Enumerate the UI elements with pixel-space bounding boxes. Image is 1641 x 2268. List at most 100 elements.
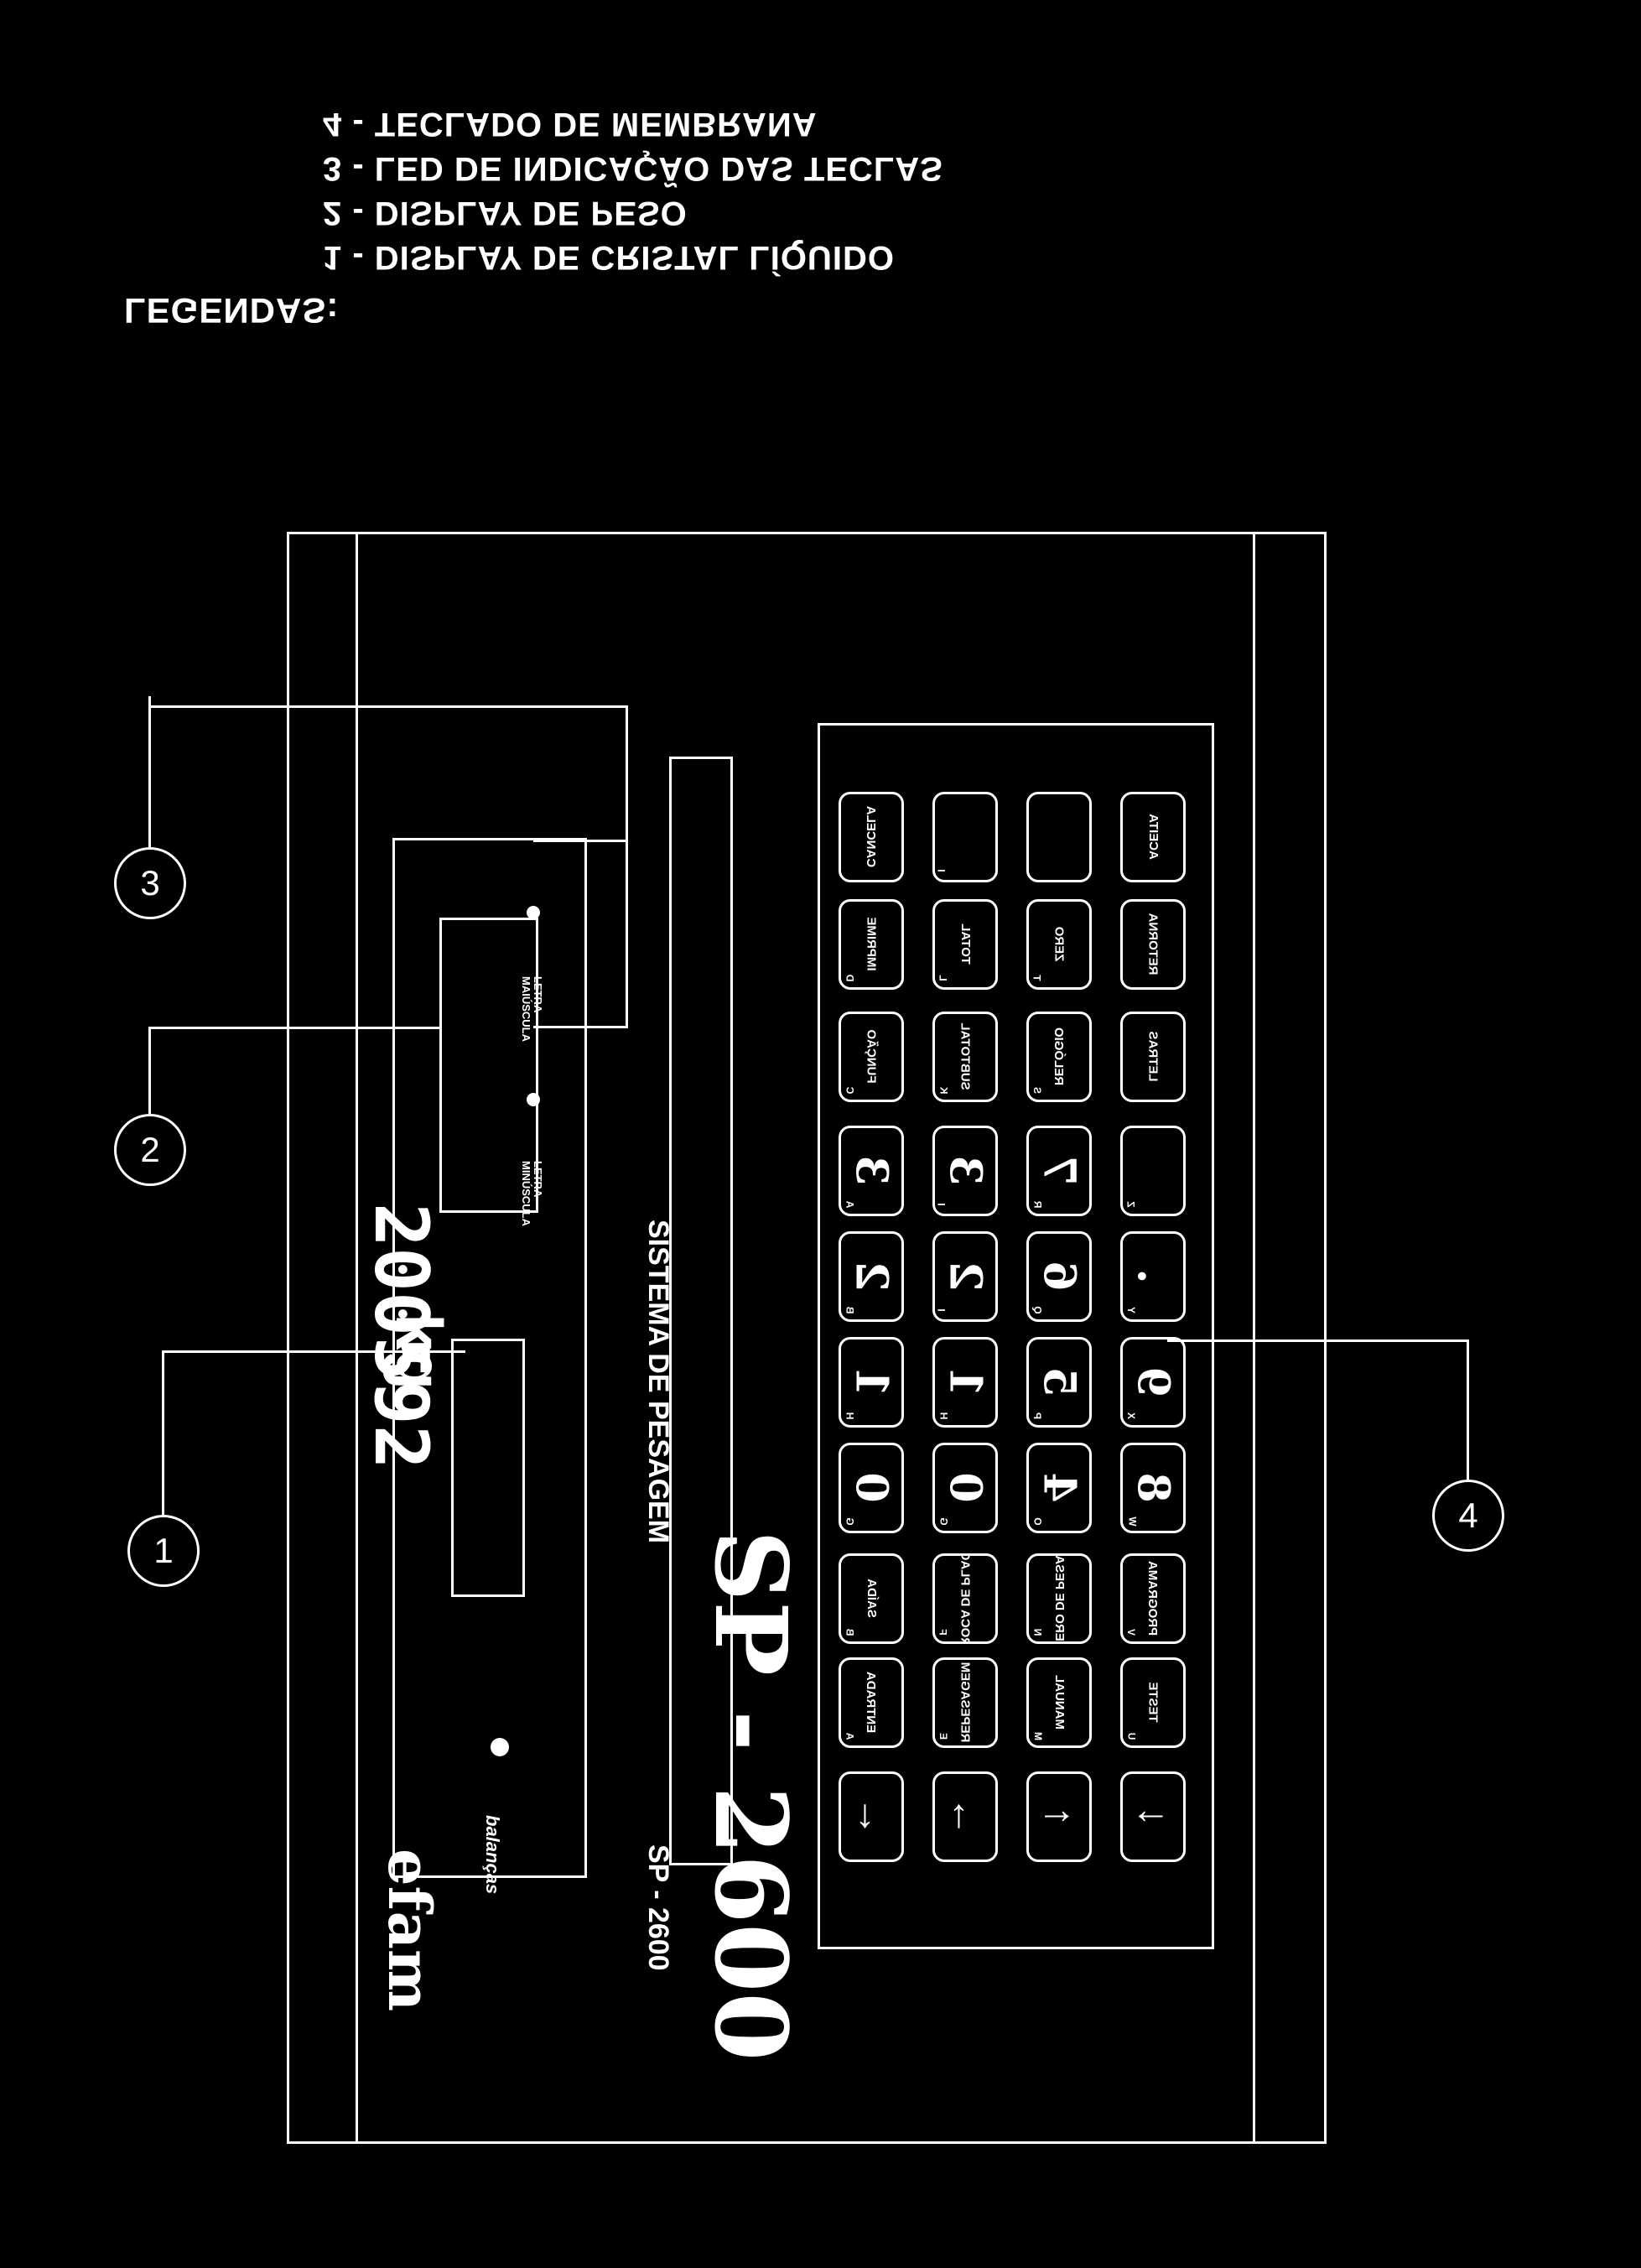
callout-2: 2: [114, 1114, 186, 1186]
keypad-key-sublabel: D: [844, 974, 856, 982]
keypad-key-label: CANCELA: [864, 806, 879, 868]
keypad-key-sublabel: I: [935, 1203, 948, 1206]
keypad-key-sublabel: H: [844, 1412, 856, 1420]
keypad-key[interactable]: RELÓGIO S: [1026, 1012, 1092, 1102]
keypad-key-label: NÚMERO DE PESAGEM: [1052, 1553, 1067, 1644]
keypad-key-sublabel: T: [1031, 975, 1043, 981]
keypad-key[interactable]: I: [932, 792, 998, 882]
keypad-key-label: 5: [1033, 1366, 1085, 1398]
leader-4-horizontal: [1167, 1339, 1469, 1342]
keypad-key-sublabel: A: [844, 1732, 856, 1740]
keypad-key-sublabel: W: [1126, 1516, 1139, 1527]
keypad-key[interactable]: .Y: [1120, 1231, 1186, 1322]
brand-dot: [491, 1738, 509, 1756]
keypad-key-sublabel: N: [1031, 1628, 1044, 1636]
keypad-key-sublabel: I: [935, 1308, 948, 1312]
keypad-key[interactable]: ACEITA: [1120, 792, 1186, 882]
label-strip-model: SP - 2600: [642, 1844, 674, 1971]
keypad-key[interactable]: MANUAL M: [1026, 1657, 1092, 1748]
keypad-key-label: LETRAS: [1145, 1032, 1161, 1082]
keypad-key-label: RELÓGIO: [1052, 1027, 1067, 1086]
keypad-key[interactable]: CANCELA: [839, 792, 904, 882]
keypad-key-label: RETORNA: [1145, 913, 1161, 975]
keypad-key-label: IMPRIME: [864, 917, 879, 972]
keypad-key-label: 1: [845, 1366, 897, 1398]
leader-3-top: [148, 705, 628, 708]
leader-3-lower-branch: [533, 1026, 627, 1028]
keypad-key-label: 3: [845, 1155, 897, 1187]
keypad-key-sublabel: B: [844, 1306, 856, 1314]
callout-3: 3: [114, 847, 186, 919]
keypad-key-sublabel: G: [844, 1517, 856, 1526]
keypad-key-label: TESTE: [1145, 1682, 1161, 1724]
legend-title: LEGENDAS:: [124, 291, 340, 330]
keypad-key[interactable]: LETRAS: [1120, 1012, 1186, 1102]
legend-item-3: 3 - LED DE INDICAÇÃO DAS TECLAS: [323, 150, 943, 187]
keypad-key-label: 4: [1033, 1472, 1085, 1504]
keypad-key[interactable]: Z: [1120, 1126, 1186, 1216]
keypad-key[interactable]: ↑: [1026, 1771, 1092, 1862]
callout-4: 4: [1432, 1480, 1504, 1552]
keypad-key-sublabel: X: [1125, 1412, 1138, 1420]
keypad-key-sublabel: Z: [1124, 1201, 1137, 1208]
keypad-key-label: SAÍDA: [864, 1579, 879, 1619]
led-label-upper: LETRA MAIÚSCULA: [520, 976, 544, 1042]
keypad-key-label: TOTAL: [958, 923, 973, 965]
keypad-key-sublabel: C: [844, 1086, 856, 1095]
brand-logo: efam: [375, 1849, 444, 2012]
keypad-key[interactable]: [1026, 792, 1092, 882]
keypad-key[interactable]: RETORNA: [1120, 899, 1186, 990]
keypad-key-label: ACEITA: [1145, 814, 1161, 861]
keypad-key-sublabel: G: [937, 1517, 950, 1526]
keypad-key-sublabel: M: [1032, 1732, 1044, 1740]
legend-item-1: 1 - DISPLAY DE CRISTAL LÍQUIDO: [323, 239, 895, 276]
keypad-key-label: 9: [1127, 1366, 1179, 1398]
keypad-key-label: ←: [849, 1797, 894, 1837]
keypad-key-label: 0: [939, 1472, 991, 1504]
keypad-key-label: 2: [845, 1261, 897, 1293]
keypad-key[interactable]: ←: [839, 1771, 904, 1862]
frame-right-rail: [1253, 532, 1255, 2144]
keypad-key-label: 2: [939, 1261, 991, 1293]
keypad-key-label: MANUAL: [1052, 1675, 1067, 1730]
keypad-key-sublabel: V: [1125, 1628, 1138, 1636]
keypad-key[interactable]: NÚMERO DE PESAGEM N: [1026, 1553, 1092, 1644]
keypad-key[interactable]: IMPRIME D: [839, 899, 904, 990]
keypad-key-label: →: [943, 1797, 988, 1837]
label-strip-system: SISTEMA DE PESAGEM: [642, 1220, 674, 1544]
legend-item-2: 2 - DISPLAY DE PESO: [323, 195, 688, 231]
keypad-key-sublabel: S: [1031, 1086, 1044, 1095]
lcd-display: [451, 1339, 525, 1597]
keypad-key-sublabel: O: [1031, 1517, 1044, 1526]
keypad-key-label: SUBTOTAL: [958, 1022, 973, 1091]
keypad-key[interactable]: ↓: [1120, 1771, 1186, 1862]
leader-2-horizontal: [148, 1027, 439, 1029]
keypad-key[interactable]: →: [932, 1771, 998, 1862]
keypad-key-label: 1: [939, 1366, 991, 1398]
